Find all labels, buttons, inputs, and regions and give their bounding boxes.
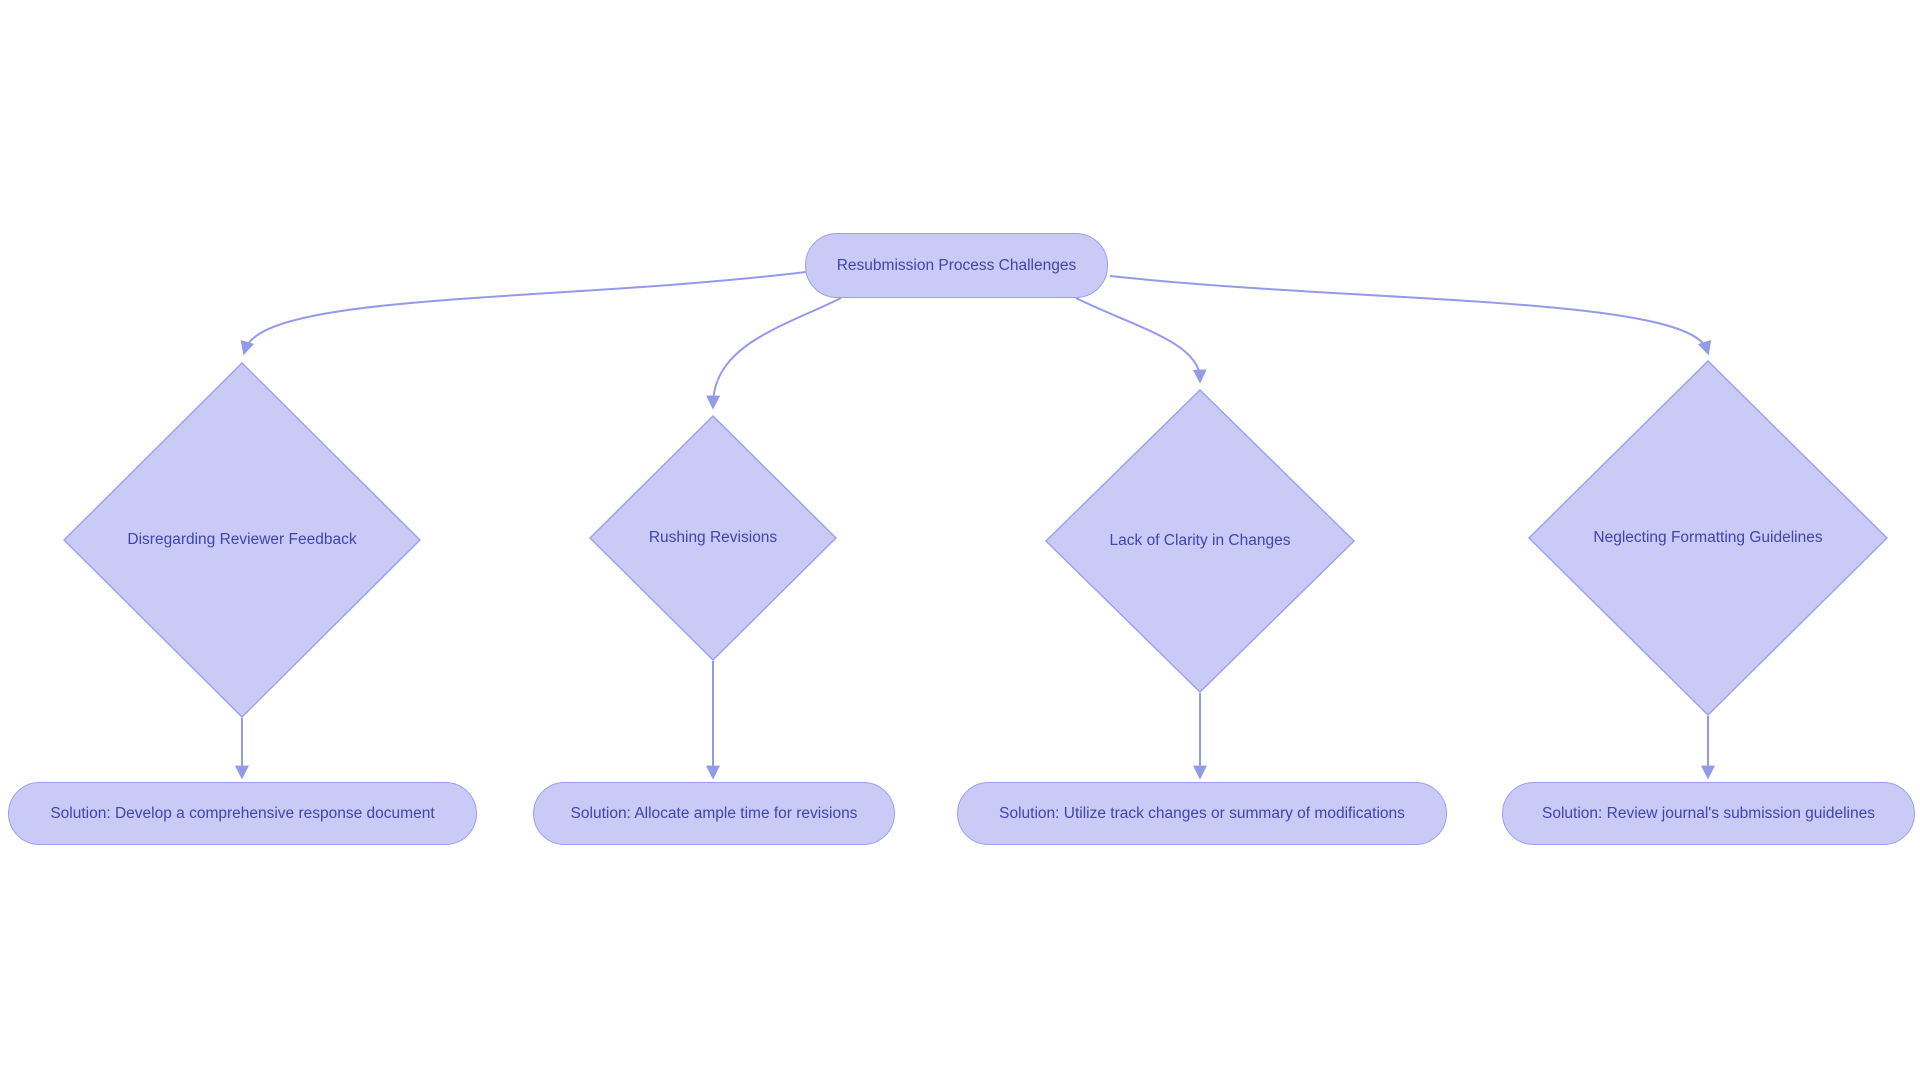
challenge-node-1: Disregarding Reviewer Feedback: [63, 362, 421, 718]
solution-node-1: Solution: Develop a comprehensive respon…: [8, 782, 477, 845]
diamond-shape: [63, 362, 421, 718]
diamond-shape: [589, 415, 837, 661]
solution-node-2-label: Solution: Allocate ample time for revisi…: [570, 804, 858, 822]
solution-node-2: Solution: Allocate ample time for revisi…: [533, 782, 895, 845]
challenge-node-4-label: Neglecting Formatting Guidelines: [1593, 529, 1823, 547]
challenge-node-3: Lack of Clarity in Changes: [1045, 389, 1355, 693]
edge-root-to-challenge-1: [240, 271, 807, 356]
challenge-node-2-label: Rushing Revisions: [648, 529, 778, 547]
edge-root-to-challenge-3: [1075, 297, 1207, 384]
solution-node-3: Solution: Utilize track changes or summa…: [957, 782, 1447, 845]
challenge-node-3-label: Lack of Clarity in Changes: [1109, 532, 1291, 550]
diamond-shape: [1528, 360, 1888, 716]
challenge-node-2: Rushing Revisions: [589, 415, 837, 661]
solution-node-4-label: Solution: Review journal's submission gu…: [1542, 804, 1875, 822]
solution-node-4: Solution: Review journal's submission gu…: [1502, 782, 1915, 845]
edge-root-to-challenge-4: [1109, 275, 1712, 356]
diamond-shape: [1045, 389, 1355, 693]
solution-node-3-label: Solution: Utilize track changes or summa…: [999, 804, 1405, 822]
solution-node-1-label: Solution: Develop a comprehensive respon…: [50, 804, 435, 822]
challenge-node-4: Neglecting Formatting Guidelines: [1528, 360, 1888, 716]
edge-root-to-challenge-2: [706, 297, 842, 410]
root-node-label: Resubmission Process Challenges: [836, 256, 1077, 274]
root-node: Resubmission Process Challenges: [805, 233, 1108, 298]
challenge-node-1-label: Disregarding Reviewer Feedback: [127, 531, 357, 549]
